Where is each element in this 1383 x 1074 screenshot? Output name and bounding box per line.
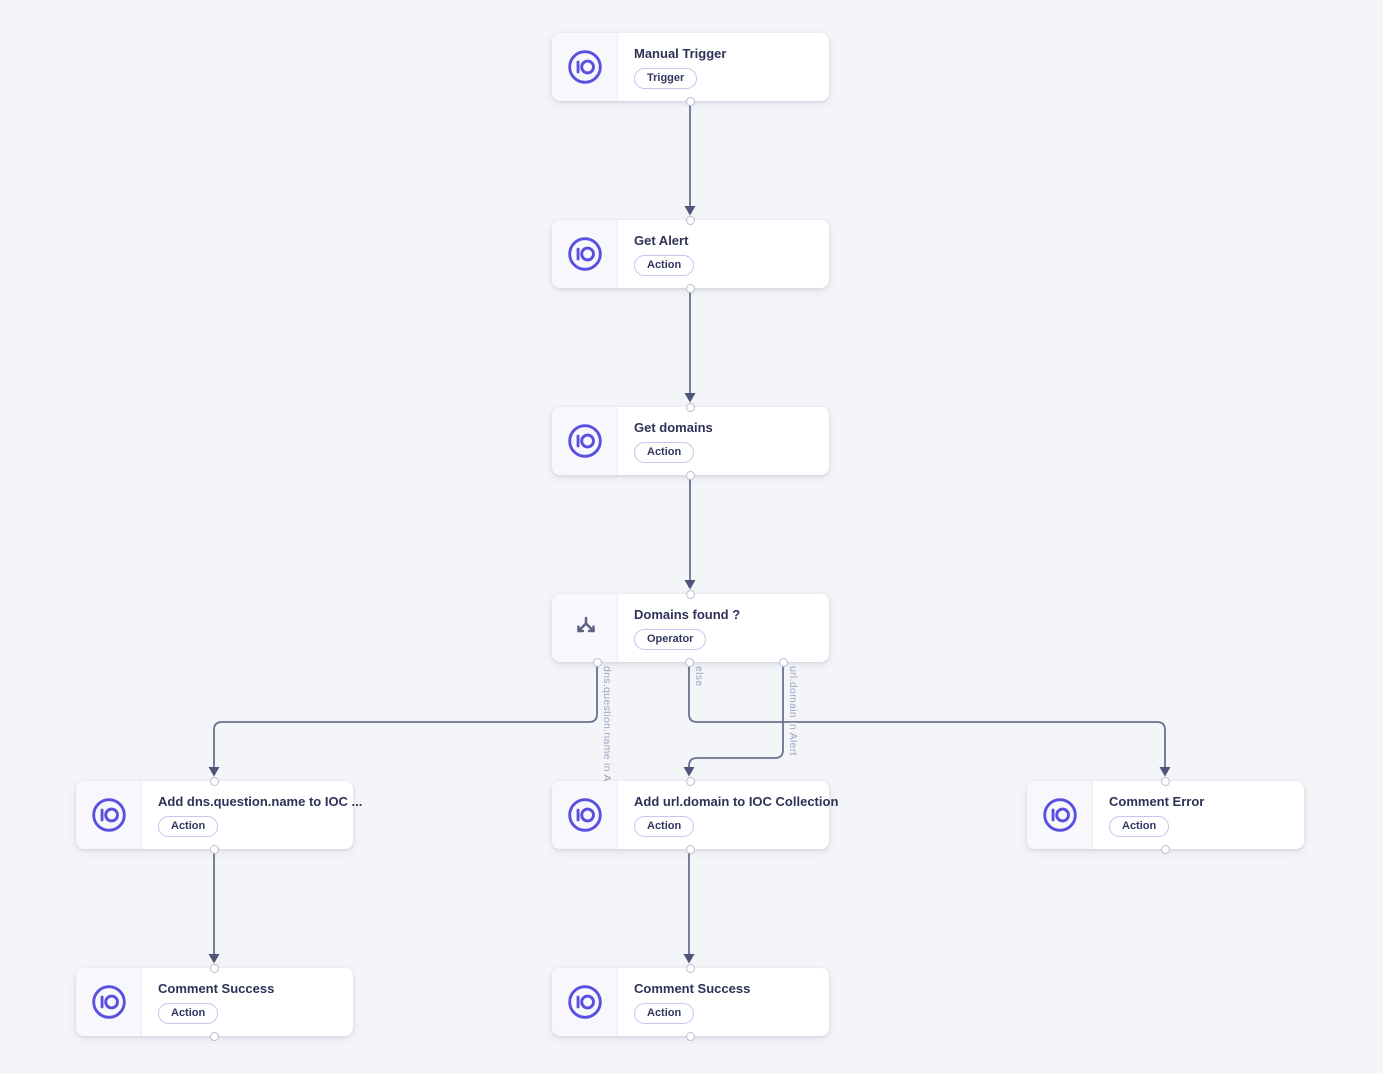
edge-operator-to-comment-error[interactable] — [688, 662, 1171, 777]
output-port[interactable] — [210, 844, 219, 854]
node-icon-section — [552, 407, 618, 475]
output-port[interactable] — [686, 470, 695, 480]
sekoia-io-icon — [567, 985, 602, 1019]
node-content: Add url.domain to IOC Collection Action — [618, 781, 854, 849]
node-content: Get Alert Action — [618, 220, 829, 288]
edge-operator-to-add-dns[interactable] — [208, 662, 598, 777]
output-port-else[interactable] — [684, 657, 694, 667]
split-branch-icon — [576, 616, 595, 633]
node-icon-section — [552, 33, 618, 101]
edge-operator-to-add-url[interactable] — [683, 662, 784, 777]
node-type-badge: Action — [1109, 816, 1170, 837]
sekoia-io-icon — [567, 424, 602, 458]
node-content: Comment Success Action — [142, 968, 353, 1036]
node-title: Add url.domain to IOC Collection — [634, 794, 839, 809]
node-content: Add dns.question.name to IOC ... Action — [142, 781, 378, 849]
edge-label-dns-question-name: dns.question.name in Alert — [601, 666, 613, 798]
output-port[interactable] — [210, 1031, 219, 1041]
sekoia-io-icon — [91, 985, 126, 1019]
edge-add-url-to-comment-success[interactable] — [683, 849, 695, 964]
sekoia-io-icon — [567, 50, 602, 84]
edge-get-domains-to-operator[interactable] — [684, 475, 696, 590]
sekoia-io-icon — [91, 798, 126, 832]
node-type-badge: Operator — [634, 629, 707, 650]
input-port[interactable] — [686, 215, 695, 225]
output-port-condition-2[interactable] — [778, 657, 788, 667]
node-type-badge: Action — [634, 1003, 695, 1024]
node-icon-section — [552, 594, 618, 662]
input-port[interactable] — [686, 589, 695, 599]
output-port-condition-1[interactable] — [592, 657, 602, 667]
node-content: Domains found ? Operator — [618, 594, 829, 662]
input-port[interactable] — [686, 402, 695, 412]
node-manual-trigger[interactable]: Manual Trigger Trigger — [552, 33, 829, 106]
node-type-badge: Action — [634, 816, 695, 837]
node-content: Get domains Action — [618, 407, 829, 475]
node-comment-error[interactable]: Comment Error Action — [1027, 776, 1304, 854]
node-get-domains[interactable]: Get domains Action — [552, 402, 829, 480]
node-title: Get domains — [634, 420, 713, 435]
node-add-url-domain[interactable]: Add url.domain to IOC Collection Action — [552, 776, 838, 854]
edge-label-url-domain: url.domain in Alert — [787, 666, 799, 756]
input-port[interactable] — [686, 963, 695, 973]
node-comment-success-left[interactable]: Comment Success Action — [76, 963, 353, 1041]
node-title: Comment Success — [634, 981, 751, 996]
node-icon-section — [552, 968, 618, 1036]
node-title: Manual Trigger — [634, 46, 727, 61]
node-get-alert[interactable]: Get Alert Action — [552, 215, 829, 293]
node-title: Comment Error — [1109, 794, 1205, 809]
node-title: Domains found ? — [634, 607, 741, 622]
input-port[interactable] — [210, 963, 219, 973]
node-content: Comment Success Action — [618, 968, 829, 1036]
node-domains-found-operator[interactable]: Domains found ? Operator — [552, 589, 829, 667]
sekoia-io-icon — [1042, 798, 1077, 832]
node-comment-success-center[interactable]: Comment Success Action — [552, 963, 829, 1041]
input-port[interactable] — [686, 776, 695, 786]
edge-get-alert-to-get-domains[interactable] — [684, 288, 696, 403]
edge-label-else: else — [693, 666, 705, 687]
output-port[interactable] — [686, 96, 695, 106]
node-icon-section — [1027, 781, 1093, 849]
sekoia-io-icon — [567, 237, 602, 271]
input-port[interactable] — [210, 776, 219, 786]
node-type-badge: Action — [158, 1003, 219, 1024]
node-content: Manual Trigger Trigger — [618, 33, 829, 101]
input-port[interactable] — [1161, 776, 1170, 786]
node-type-badge: Action — [158, 816, 219, 837]
output-port[interactable] — [686, 283, 695, 293]
node-type-badge: Action — [634, 442, 695, 463]
output-port[interactable] — [686, 1031, 695, 1041]
node-icon-section — [76, 968, 142, 1036]
output-port[interactable] — [686, 844, 695, 854]
node-icon-section — [552, 781, 618, 849]
node-icon-section — [76, 781, 142, 849]
node-type-badge: Action — [634, 255, 695, 276]
node-content: Comment Error Action — [1093, 781, 1304, 849]
node-icon-section — [552, 220, 618, 288]
sekoia-io-icon — [567, 798, 602, 832]
node-title: Comment Success — [158, 981, 275, 996]
node-title: Get Alert — [634, 233, 689, 248]
output-port[interactable] — [1161, 844, 1170, 854]
node-type-badge: Trigger — [634, 68, 698, 89]
edge-add-dns-to-comment-success[interactable] — [208, 849, 220, 964]
node-title: Add dns.question.name to IOC ... — [158, 794, 363, 809]
edge-trigger-to-get-alert[interactable] — [684, 101, 696, 216]
node-add-dns-question-name[interactable]: Add dns.question.name to IOC ... Action — [76, 776, 362, 854]
